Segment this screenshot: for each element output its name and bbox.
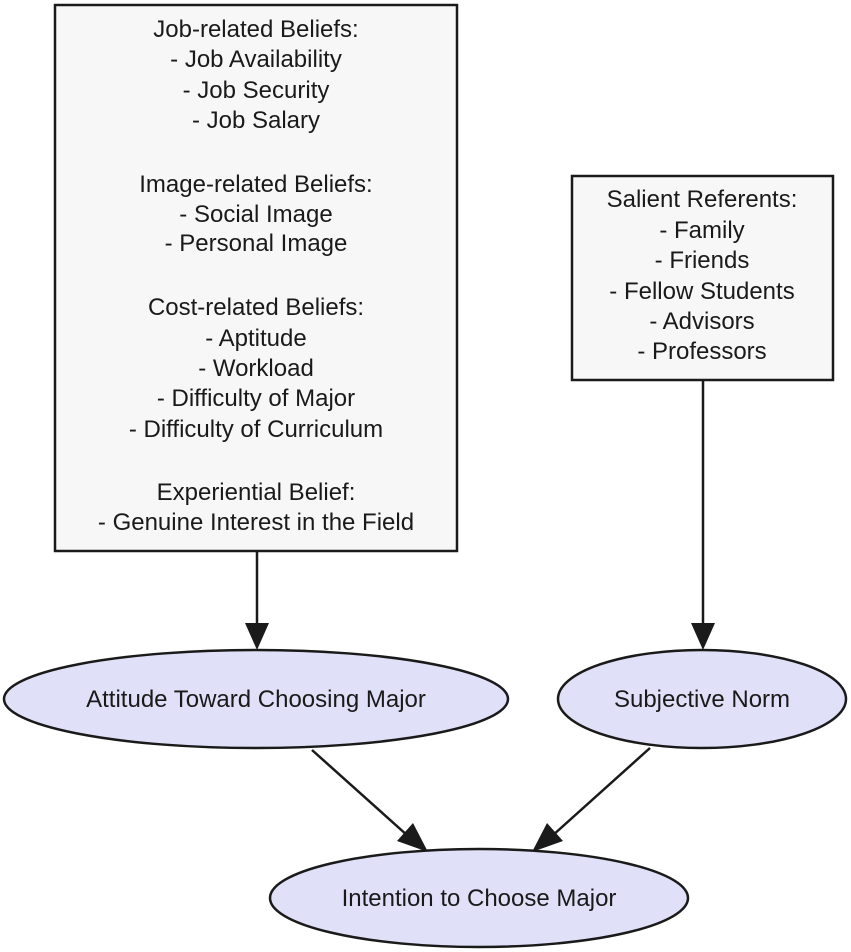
- edges: [245, 380, 715, 852]
- attitude-label: Attitude Toward Choosing Major: [86, 686, 426, 713]
- referents-line: Salient Referents:: [607, 186, 798, 213]
- edge-norm-to-intention: [551, 747, 651, 837]
- norm-label: Subjective Norm: [614, 686, 790, 713]
- beliefs-line: - Job Salary: [192, 107, 320, 134]
- referents-line: - Friends: [655, 247, 750, 274]
- beliefs-line: Experiential Belief:: [157, 479, 356, 506]
- intention-label: Intention to Choose Major: [342, 885, 617, 912]
- arrowhead-norm-to-intention: [532, 823, 563, 852]
- referents-line: - Advisors: [649, 308, 754, 335]
- norm-node: Subjective Norm: [556, 648, 848, 750]
- referents-box: Salient Referents: - Family - Friends - …: [570, 174, 835, 382]
- referents-line: - Family: [659, 217, 744, 244]
- beliefs-line: - Job Availability: [170, 46, 342, 73]
- edge-attitude-to-intention: [311, 749, 409, 837]
- beliefs-line: - Social Image: [179, 201, 332, 228]
- referents-line: - Fellow Students: [609, 278, 794, 305]
- beliefs-line: Cost-related Beliefs:: [148, 294, 364, 321]
- beliefs-line: - Aptitude: [205, 325, 306, 352]
- beliefs-line: - Job Security: [183, 77, 330, 104]
- beliefs-box: Job-related Beliefs: - Job Availability …: [53, 3, 459, 553]
- beliefs-line: Job-related Beliefs:: [153, 16, 358, 43]
- attitude-node: Attitude Toward Choosing Major: [2, 648, 510, 750]
- beliefs-line: - Difficulty of Major: [157, 385, 355, 412]
- beliefs-line: - Workload: [198, 355, 314, 382]
- arrowhead-beliefs-to-attitude: [245, 623, 269, 650]
- beliefs-line: Image-related Beliefs:: [139, 171, 372, 198]
- beliefs-line: - Difficulty of Curriculum: [129, 416, 383, 443]
- intention-node: Intention to Choose Major: [268, 847, 690, 949]
- referents-line: - Professors: [637, 338, 766, 365]
- arrowhead-referents-to-norm: [691, 623, 715, 650]
- beliefs-line: - Genuine Interest in the Field: [98, 509, 414, 536]
- arrowhead-attitude-to-intention: [397, 823, 428, 852]
- beliefs-line: - Personal Image: [165, 230, 348, 257]
